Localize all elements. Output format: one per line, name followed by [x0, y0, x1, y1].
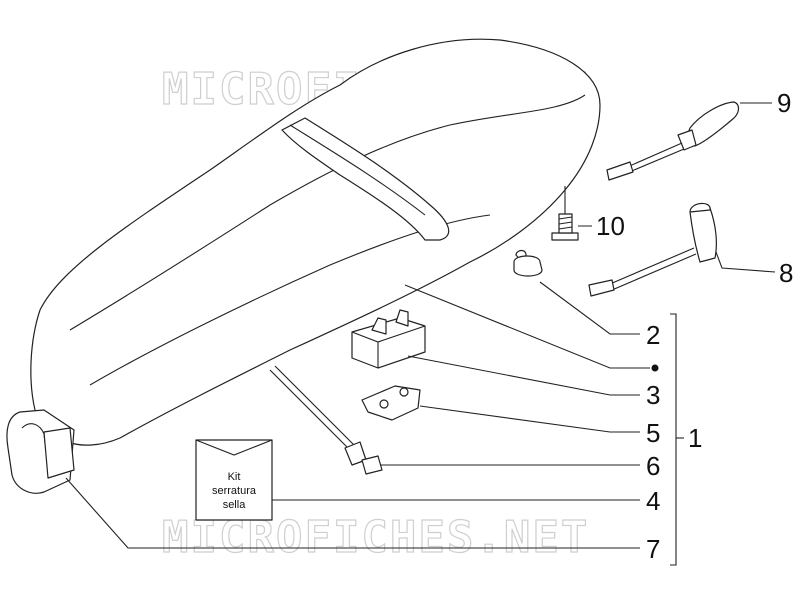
callout-6: 6	[646, 451, 660, 481]
seat-strap	[281, 117, 450, 241]
callouts: 9 10 8 2 3 5 1 6 4 7	[596, 88, 793, 564]
rear-pad-part-7	[6, 409, 75, 494]
callout-5: 5	[646, 418, 660, 448]
callout-3: 3	[646, 380, 660, 410]
screwdriver-part-9	[606, 101, 740, 181]
kit-label-line2: serratura	[212, 485, 257, 497]
buffer-part-2	[513, 249, 543, 277]
group-bracket	[670, 313, 677, 566]
callout-1: 1	[688, 423, 702, 453]
lock-plate-part-5	[361, 385, 421, 421]
callout-4: 4	[646, 486, 660, 516]
cable-part-6	[269, 365, 383, 475]
seat	[30, 38, 601, 446]
kit-bag	[195, 439, 273, 521]
wrench-part-8	[588, 202, 717, 297]
seat-body	[30, 38, 601, 446]
buffer-block-part-3	[351, 309, 426, 369]
callout-2: 2	[646, 320, 660, 350]
callout-8: 8	[779, 258, 793, 288]
bolt-part-10	[551, 213, 579, 241]
seat-strap-seam	[289, 124, 426, 216]
leader-lines	[65, 102, 776, 566]
callout-9: 9	[777, 88, 791, 118]
kit-label-line3: sella	[223, 499, 247, 511]
callout-10: 10	[596, 211, 625, 241]
kit-label-line1: Kit	[228, 471, 241, 483]
callout-7: 7	[646, 534, 660, 564]
kit-bag-part-4: Kit serratura sella	[195, 439, 273, 521]
